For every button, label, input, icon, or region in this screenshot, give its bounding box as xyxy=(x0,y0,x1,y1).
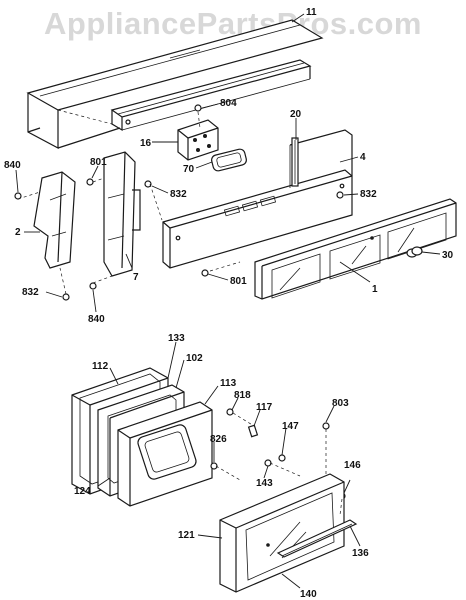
part-121-outer-glass xyxy=(219,473,345,593)
callout-826: 826 xyxy=(210,434,227,445)
upper-bracket-rail xyxy=(110,59,312,132)
top-fasteners xyxy=(14,104,344,301)
door-explode-guides xyxy=(215,412,343,516)
callout-801-left: 801 xyxy=(90,157,107,168)
callout-113: 113 xyxy=(220,378,237,389)
door-fasteners xyxy=(210,408,346,500)
callout-121: 121 xyxy=(178,530,195,541)
callout-117: 117 xyxy=(256,402,273,413)
callout-labels: 11 804 20 16 4 70 840 801 832 832 2 7 80… xyxy=(4,7,454,600)
explode-guides xyxy=(17,109,241,295)
part-70-bezel xyxy=(211,148,247,172)
callout-1: 1 xyxy=(372,284,378,295)
part-7-right-bracket xyxy=(103,151,141,277)
callout-840-top: 840 xyxy=(4,160,21,171)
callout-16: 16 xyxy=(140,138,152,149)
callout-4: 4 xyxy=(360,152,366,163)
part-30-knob xyxy=(406,246,423,258)
part-1-control-panel xyxy=(254,198,457,300)
callout-832-center: 832 xyxy=(170,189,187,200)
callout-2: 2 xyxy=(15,227,21,238)
callout-146: 146 xyxy=(344,460,361,471)
part-11-top-cover xyxy=(26,19,324,149)
part-4-control-backer xyxy=(162,129,353,269)
callout-818: 818 xyxy=(234,390,251,401)
callout-147: 147 xyxy=(282,421,299,432)
callout-30: 30 xyxy=(442,250,454,261)
callout-102: 102 xyxy=(186,353,203,364)
callout-70: 70 xyxy=(183,164,195,175)
callout-7: 7 xyxy=(133,272,139,283)
callout-832-right: 832 xyxy=(360,189,377,200)
callout-112: 112 xyxy=(92,361,109,372)
callout-803: 803 xyxy=(332,398,349,409)
callout-136: 136 xyxy=(352,548,369,559)
callout-140: 140 xyxy=(300,589,317,600)
part-136-door-handle xyxy=(276,519,358,558)
callout-804: 804 xyxy=(220,98,237,109)
callout-124: 124 xyxy=(74,486,91,497)
part-16-switch-block xyxy=(177,119,219,161)
callout-20: 20 xyxy=(290,109,302,120)
callout-832-bottom: 832 xyxy=(22,287,39,298)
watermark: AppliancePartsPros.com xyxy=(44,6,422,41)
leader-lines xyxy=(15,13,441,589)
part-113-door-frame xyxy=(117,401,213,507)
callout-840-bottom: 840 xyxy=(88,314,105,325)
callout-11: 11 xyxy=(306,7,317,18)
part-20-bracket xyxy=(291,137,299,187)
callout-143: 143 xyxy=(256,478,273,489)
callout-133: 133 xyxy=(168,333,185,344)
part-2-left-bracket xyxy=(33,171,76,269)
callout-801-bottom: 801 xyxy=(230,276,247,287)
